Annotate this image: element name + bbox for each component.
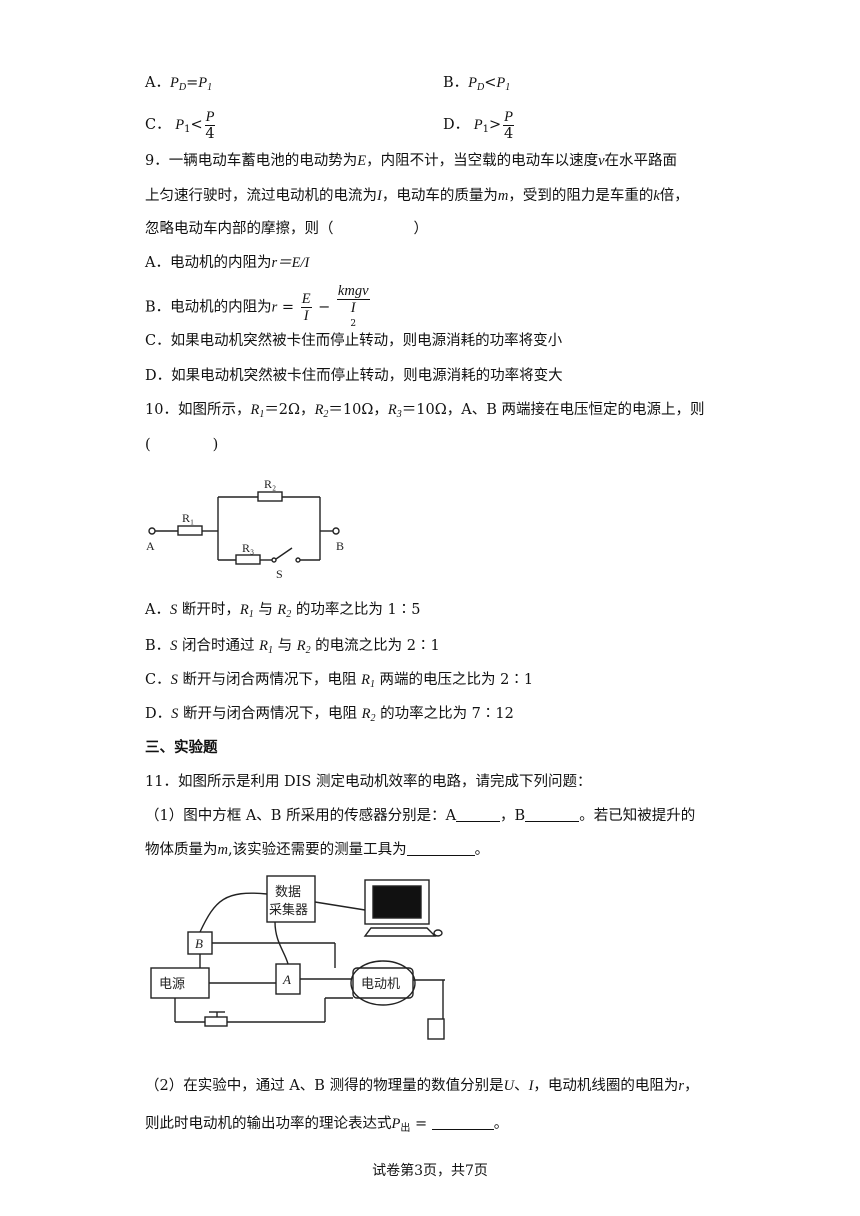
label-s: S bbox=[276, 567, 283, 581]
blank-output-power[interactable] bbox=[431, 1115, 494, 1130]
terminal-a bbox=[148, 527, 156, 535]
switch-s bbox=[275, 547, 293, 560]
q11-part1-line2: 物体质量为m,该实验还需要的测量工具为。 bbox=[145, 841, 490, 858]
q10-stem-line2: () bbox=[145, 437, 219, 453]
motor-box bbox=[352, 967, 414, 999]
resistor-r2 bbox=[257, 491, 283, 502]
q10-stem-line1: 10．如图所示，R1＝2Ω，R2＝10Ω，R3＝10Ω，A、B 两端接在电压恒定… bbox=[145, 402, 705, 420]
q11-dis-diagram: 数据 采集器 B A 电源 电动机 bbox=[150, 875, 445, 1040]
blank-sensor-a[interactable] bbox=[456, 807, 501, 822]
q9-stem-line1: 9．一辆电动车蓄电池的电动势为E，内阻不计，当空载的电动车以速度v在水平路面 bbox=[145, 153, 678, 169]
q11-part2-line1: （2）在实验中，通过 A、B 测得的物理量的数值分别是U、I，电动机线圈的电阻为… bbox=[145, 1078, 699, 1094]
q9-stem-line3: 忽略电动车内部的摩擦，则（） bbox=[145, 221, 428, 237]
q10-option-a: A．S 断开时，R1 与 R2 的功率之比为 1∶5 bbox=[145, 602, 421, 620]
blank-sensor-b[interactable] bbox=[525, 807, 580, 822]
label-data-collector-1: 数据 bbox=[275, 884, 301, 899]
rheostat bbox=[204, 1016, 228, 1027]
q11-part1-line1: （1）图中方框 A、B 所采用的传感器分别是：A，B。若已知被提升的 bbox=[145, 807, 696, 824]
q10-circuit-diagram: A B R₁ R₂ R₃ S bbox=[146, 477, 344, 581]
q10-option-b: B．S 闭合时通过 R1 与 R2 的电流之比为 2∶1 bbox=[145, 638, 440, 656]
resistor-r1 bbox=[177, 525, 203, 536]
label-b: B bbox=[336, 539, 344, 553]
q10-option-d: D．S 断开与闭合两情况下，电阻 R2 的功率之比为 7∶12 bbox=[145, 706, 514, 724]
q9-option-c: C．如果电动机突然被卡住而停止转动，则电源消耗的功率将变小 bbox=[145, 333, 563, 349]
label-sensor-b: B bbox=[195, 936, 203, 951]
computer-monitor-icon bbox=[364, 879, 430, 925]
label-data-collector-2: 采集器 bbox=[269, 902, 308, 917]
label-sensor-a: A bbox=[282, 972, 291, 987]
q10-option-c: C．S 断开与闭合两情况下，电阻 R1 两端的电压之比为 2∶1 bbox=[145, 672, 534, 690]
weight-block bbox=[427, 1018, 445, 1040]
label-power-source: 电源 bbox=[159, 976, 185, 991]
data-collector-box bbox=[266, 875, 316, 923]
label-motor: 电动机 bbox=[361, 976, 400, 991]
label-r3: R₃ bbox=[242, 541, 254, 555]
q11-stem-line1: 11．如图所示是利用 DIS 测定电动机效率的电路，请完成下列问题： bbox=[145, 774, 592, 790]
blank-measuring-tool[interactable] bbox=[406, 841, 475, 856]
q11-part2-line2: 则此时电动机的输出功率的理论表达式P出 = 。 bbox=[145, 1115, 509, 1134]
label-a: A bbox=[146, 539, 155, 553]
q8-option-a: A．PD=P1 bbox=[145, 75, 213, 93]
q9-option-a: A．电动机的内阻为r＝E/I bbox=[145, 255, 310, 271]
q9-option-d: D．如果电动机突然被卡住而停止转动，则电源消耗的功率将变大 bbox=[145, 368, 563, 384]
page-footer: 试卷第3页，共7页 bbox=[372, 1163, 488, 1179]
terminal-b bbox=[332, 527, 340, 535]
q8-option-b: B．PD<P1 bbox=[443, 75, 511, 93]
label-r2: R₂ bbox=[264, 477, 276, 491]
section-heading-experiment: 三、实验题 bbox=[145, 739, 218, 756]
label-r1: R₁ bbox=[182, 511, 194, 525]
q9-stem-line2: 上匀速行驶时，流过电动机的电流为I，电动车的质量为m，受到的阻力是车重的k倍， bbox=[145, 188, 689, 204]
resistor-r3 bbox=[235, 554, 261, 565]
